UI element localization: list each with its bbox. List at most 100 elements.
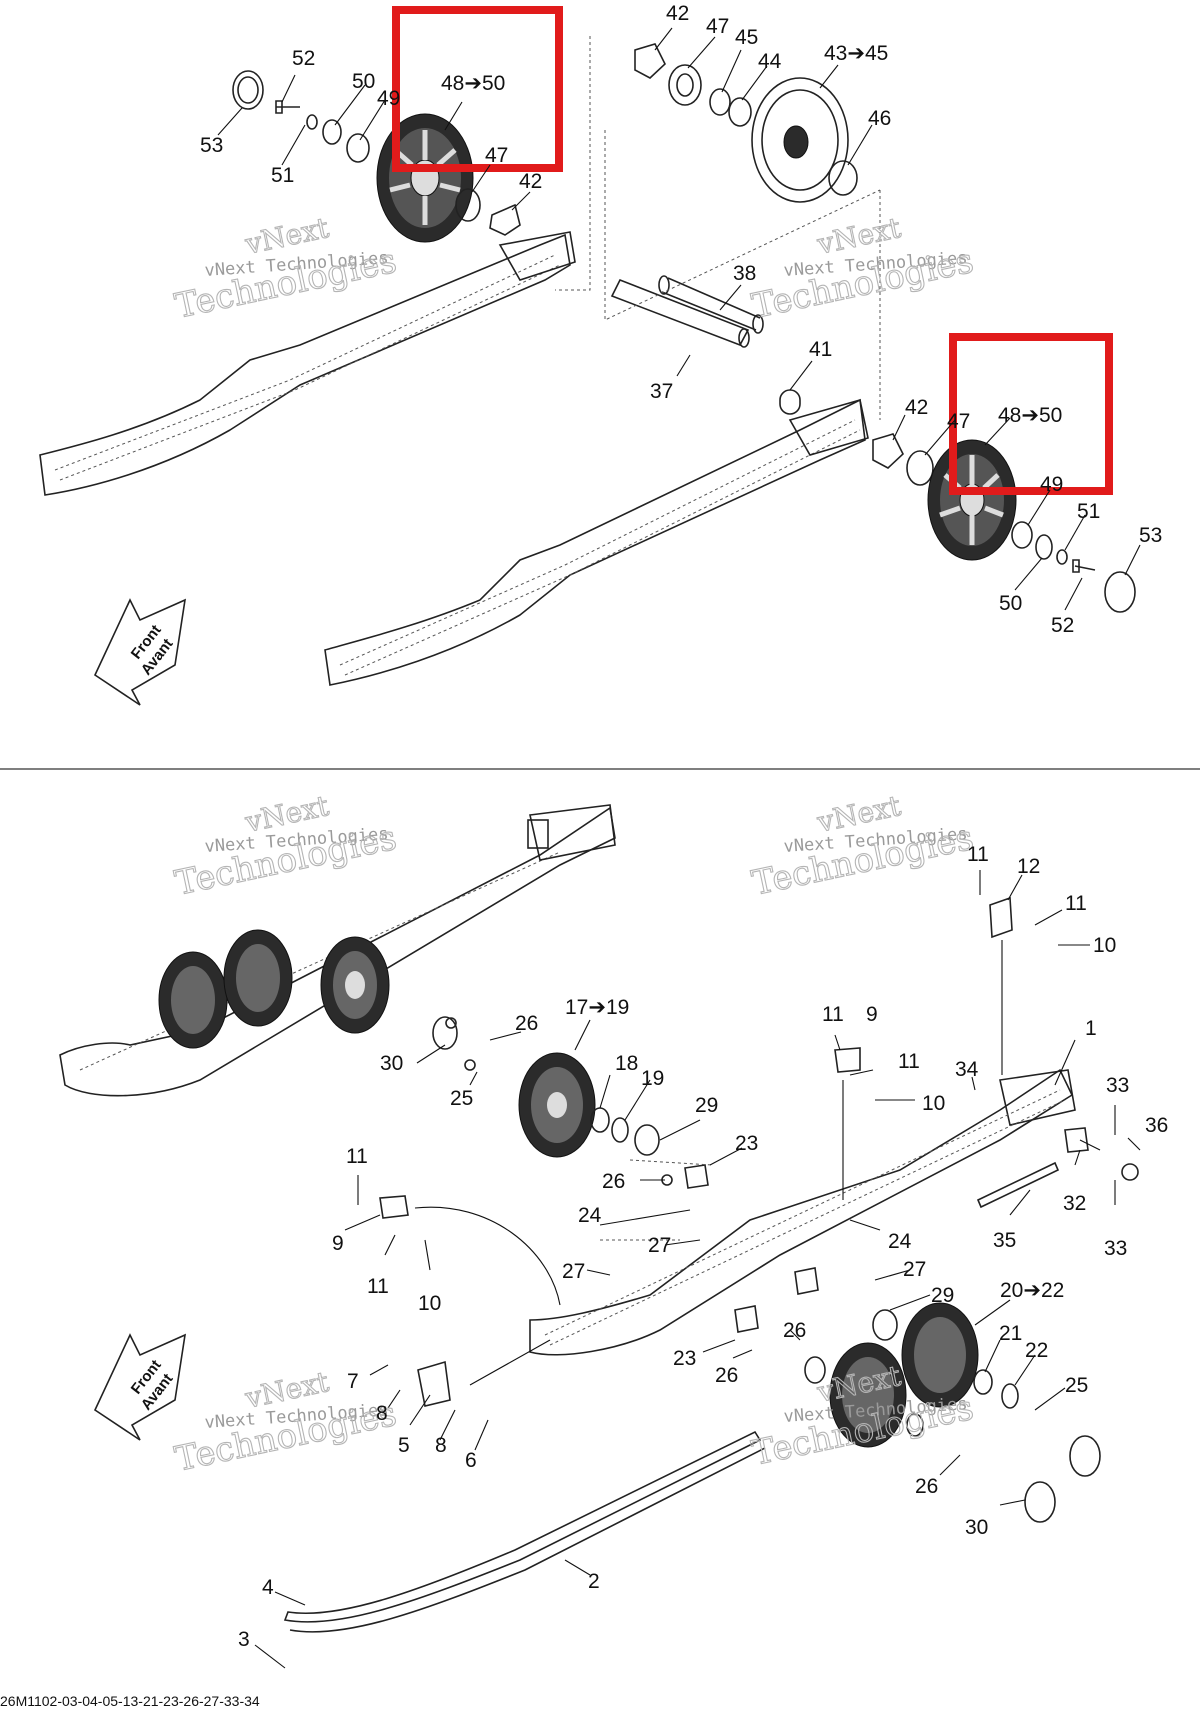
callout-9: 9	[332, 1232, 344, 1255]
left-rail-top	[39, 231, 576, 496]
assembly-arrows	[414, 940, 1101, 1386]
callout-5: 5	[398, 1434, 410, 1457]
watermark-bottom-1: vNext vNext Technologies Technologies	[171, 788, 401, 904]
callout-26: 26	[515, 1012, 538, 1035]
main-rail-exploded	[529, 1068, 1076, 1356]
brackets	[379, 896, 1139, 1407]
callout-10: 10	[922, 1092, 945, 1115]
idler-wheel-20-22	[804, 1302, 1101, 1523]
callouts-bottom: 11 12 11 10 1 17➔19 26 30 18 19 25 29 23…	[238, 843, 1168, 1651]
callout-11: 11	[1065, 892, 1087, 915]
callout-19: 19	[641, 1067, 664, 1090]
callout-6: 6	[465, 1449, 477, 1472]
callout-23: 23	[735, 1132, 758, 1155]
callout-26: 26	[915, 1475, 938, 1498]
top-diagram: Front Avant vNext vNext Technologies Tec…	[39, 2, 1162, 706]
callout-7: 7	[347, 1370, 359, 1393]
callout-48-50: 48➔50	[441, 72, 505, 95]
idler-wheel-bottom-right-top	[872, 433, 1136, 613]
callout-17-19: 17➔19	[565, 996, 629, 1019]
callout-26: 26	[602, 1170, 625, 1193]
right-rail-top	[324, 398, 869, 686]
callout-42: 42	[905, 396, 928, 419]
highlight-box-top-left	[392, 6, 563, 172]
callout-27: 27	[562, 1260, 585, 1283]
callout-47: 47	[706, 15, 729, 38]
callout-53: 53	[1139, 524, 1162, 547]
callout-51: 51	[1077, 500, 1100, 523]
watermark-bottom-3: vNext vNext Technologies Technologies	[171, 1364, 401, 1480]
watermark-bottom-2: vNext vNext Technologies Technologies	[748, 788, 978, 904]
callout-1: 1	[1085, 1017, 1097, 1040]
callout-25: 25	[1065, 1374, 1088, 1397]
callout-50: 50	[352, 70, 375, 93]
callout-27: 27	[648, 1234, 671, 1257]
callout-27: 27	[903, 1258, 926, 1281]
callout-30: 30	[965, 1516, 988, 1539]
callout-49: 49	[377, 87, 400, 110]
idler-wheel-top-right	[634, 43, 858, 203]
callout-33: 33	[1104, 1237, 1127, 1260]
watermark-line2: Technologies	[749, 241, 977, 327]
front-arrow-bottom: Front Avant	[93, 1333, 187, 1441]
callout-18: 18	[615, 1052, 638, 1075]
callout-22: 22	[1025, 1339, 1048, 1362]
callout-10: 10	[418, 1292, 441, 1315]
callout-42: 42	[519, 170, 542, 193]
callout-53: 53	[200, 134, 223, 157]
callout-47: 47	[485, 144, 508, 167]
callout-11: 11	[967, 843, 989, 866]
callout-8: 8	[435, 1434, 447, 1457]
callout-24: 24	[578, 1204, 602, 1227]
callout-9: 9	[866, 1003, 878, 1026]
callout-47: 47	[947, 410, 970, 433]
callout-11: 11	[898, 1050, 920, 1073]
bottom-diagram: Front Avant vNext vNext Technologies Tec…	[0, 788, 1168, 1709]
front-arrow-top: Front Avant	[93, 598, 187, 706]
callout-12: 12	[1017, 855, 1040, 878]
callout-42: 42	[666, 2, 689, 25]
hardware-top-left	[232, 70, 370, 163]
watermark-top-right: vNext vNext Technologies Technologies	[748, 210, 978, 327]
callout-11: 11	[367, 1275, 389, 1298]
callout-29: 29	[695, 1094, 718, 1117]
assembly-lines-top	[555, 36, 881, 420]
callout-32: 32	[1063, 1192, 1086, 1215]
callout-8: 8	[376, 1402, 388, 1425]
watermark-line2: Technologies	[172, 241, 400, 327]
callout-30: 30	[380, 1052, 403, 1075]
drawing-code: 26M1102-03-04-05-13-21-23-26-27-33-34	[0, 1693, 260, 1709]
slider-strip	[283, 1430, 766, 1633]
callout-11: 11	[346, 1145, 368, 1168]
leader-lines-bottom	[254, 870, 1141, 1669]
callout-46: 46	[868, 107, 891, 130]
callout-2: 2	[588, 1570, 600, 1593]
callout-25: 25	[450, 1087, 473, 1110]
idler-wheel-top-left	[376, 113, 521, 243]
callout-49: 49	[1040, 473, 1063, 496]
callout-50: 50	[999, 592, 1022, 615]
callout-26: 26	[783, 1319, 806, 1342]
idler-wheel-17-19	[432, 1016, 660, 1158]
callout-33: 33	[1106, 1074, 1129, 1097]
callout-41: 41	[809, 338, 832, 361]
callout-38: 38	[733, 262, 756, 285]
callout-52: 52	[1051, 614, 1074, 637]
callout-34: 34	[955, 1058, 979, 1081]
callout-3: 3	[238, 1628, 250, 1651]
callout-36: 36	[1145, 1114, 1168, 1137]
callout-4: 4	[262, 1576, 274, 1599]
callout-44: 44	[758, 50, 782, 73]
callout-37: 37	[650, 380, 673, 403]
callout-24: 24	[888, 1230, 912, 1253]
callout-11: 11	[822, 1003, 844, 1026]
callout-35: 35	[993, 1229, 1016, 1252]
highlight-box-top-right	[949, 333, 1113, 495]
callout-51: 51	[271, 164, 294, 187]
callout-52: 52	[292, 47, 315, 70]
callout-48-50: 48➔50	[998, 404, 1062, 427]
callout-29: 29	[931, 1284, 954, 1307]
callout-26: 26	[715, 1364, 738, 1387]
leader-lines-top	[217, 27, 1141, 611]
